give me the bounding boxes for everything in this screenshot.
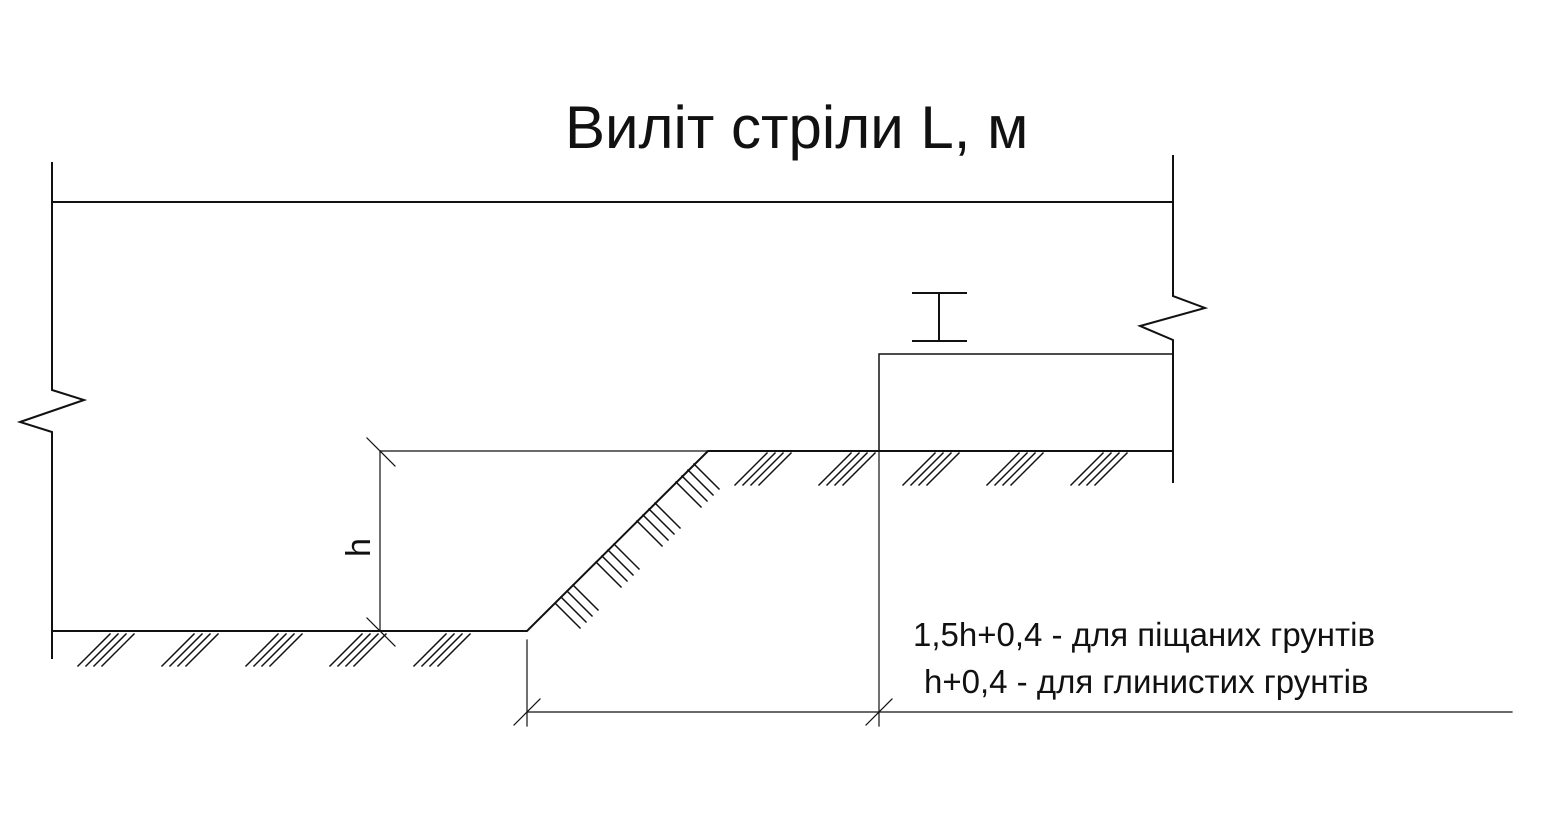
ground-hatch-icon <box>76 632 472 668</box>
dimension-tick-icon <box>366 437 396 467</box>
clay-soil-note: h+0,4 - для глинистих грунтів <box>924 663 1369 700</box>
sandy-soil-note: 1,5h+0,4 - для піщаних грунтів <box>913 616 1375 653</box>
dimension-tick-icon <box>865 698 893 726</box>
ground-hatch-icon <box>553 462 721 630</box>
dimension-tick-icon <box>513 698 541 726</box>
ground-hatch-icon <box>733 451 1129 487</box>
height-dimension <box>366 437 709 647</box>
distance-dimension <box>513 450 1513 727</box>
left-column-line <box>16 162 88 659</box>
right-column-line <box>1136 155 1209 483</box>
i-beam-icon <box>912 292 967 342</box>
dimension-tick-icon <box>366 617 396 647</box>
ground-profile <box>51 450 1174 632</box>
boom-reach-title: Виліт стріли L, м <box>565 94 1029 161</box>
height-label: h <box>340 538 378 557</box>
load-outline <box>878 353 1174 452</box>
